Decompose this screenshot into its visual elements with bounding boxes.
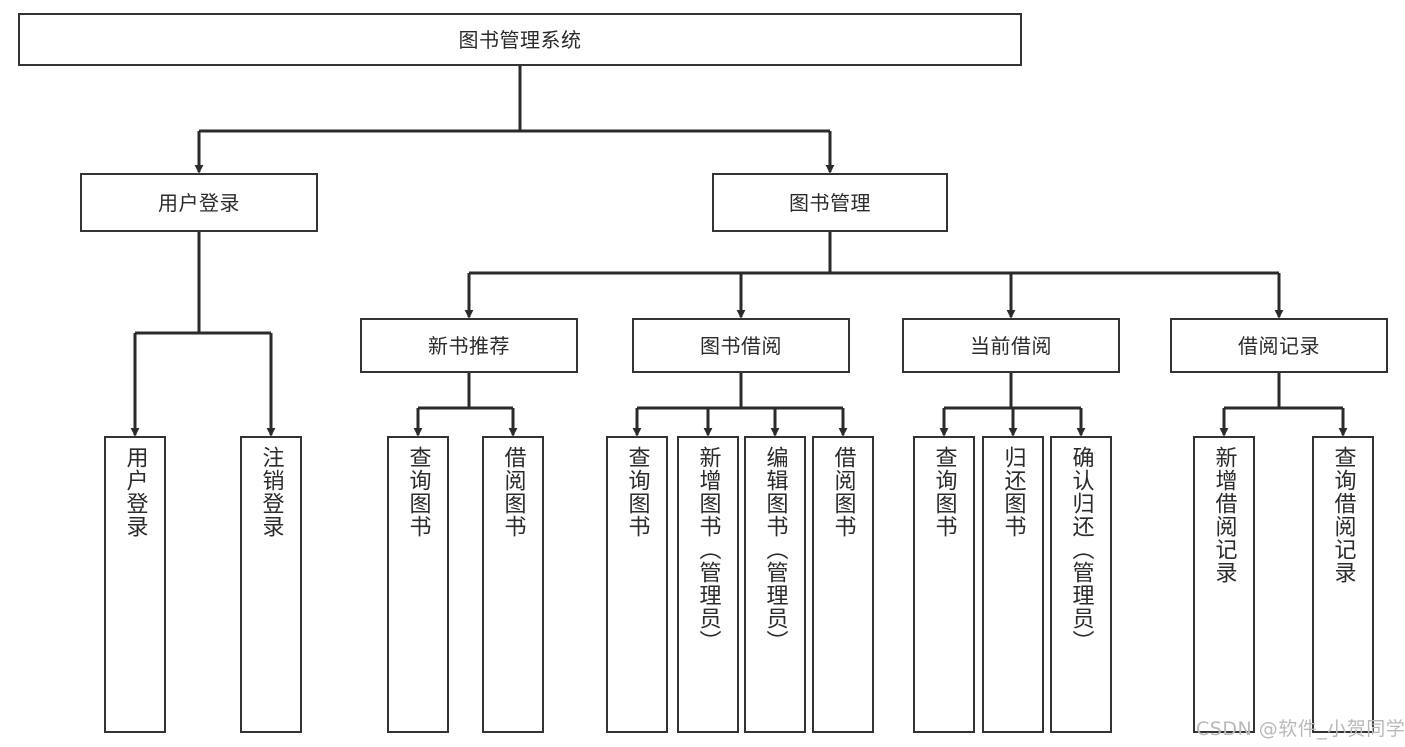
node-label: 用户登录 (122, 446, 148, 538)
node-leaf-add-borrow-record[interactable]: 新增借阅记录 (1193, 436, 1255, 733)
watermark-text: CSDN @软件_小贺同学 (1196, 718, 1405, 740)
node-label: 查询图书 (931, 446, 957, 538)
node-leaf-confirm-return-admin[interactable]: 确认归还（管理员） (1050, 436, 1112, 733)
node-book-borrow[interactable]: 图书借阅 (632, 318, 850, 373)
node-label: 查询图书 (624, 446, 650, 538)
node-leaf-return-book[interactable]: 归还图书 (982, 436, 1044, 733)
node-label: 查询图书 (405, 446, 431, 538)
node-root-system[interactable]: 图书管理系统 (18, 13, 1022, 66)
node-label: 新增图书（管理员） (695, 446, 721, 653)
node-label: 用户登录 (158, 190, 240, 215)
node-leaf-borrow-book[interactable]: 借阅图书 (812, 436, 874, 733)
node-leaf-query-borrow-record[interactable]: 查询借阅记录 (1312, 436, 1374, 733)
node-new-book-recommend[interactable]: 新书推荐 (360, 318, 578, 373)
node-leaf-query-book-current[interactable]: 查询图书 (913, 436, 975, 733)
node-label: 当前借阅 (970, 333, 1052, 358)
node-leaf-logout[interactable]: 注销登录 (240, 436, 302, 733)
node-label: 借阅图书 (500, 446, 526, 538)
node-label: 图书借阅 (700, 333, 782, 358)
node-label: 注销登录 (258, 446, 284, 538)
node-leaf-user-login[interactable]: 用户登录 (104, 436, 166, 733)
node-leaf-query-book-borrow[interactable]: 查询图书 (606, 436, 668, 733)
node-borrow-record[interactable]: 借阅记录 (1170, 318, 1388, 373)
node-label: 新增借阅记录 (1211, 446, 1237, 584)
node-leaf-query-book-recommend[interactable]: 查询图书 (387, 436, 449, 733)
node-label: 借阅记录 (1238, 333, 1320, 358)
node-user-login[interactable]: 用户登录 (80, 173, 318, 232)
node-book-management[interactable]: 图书管理 (712, 173, 948, 232)
node-current-borrow[interactable]: 当前借阅 (902, 318, 1120, 373)
node-label: 归还图书 (1000, 446, 1026, 538)
node-label: 图书管理系统 (458, 27, 582, 52)
node-leaf-borrow-book-recommend[interactable]: 借阅图书 (482, 436, 544, 733)
node-label: 确认归还（管理员） (1068, 446, 1094, 653)
node-leaf-add-book-admin[interactable]: 新增图书（管理员） (677, 436, 739, 733)
node-label: 查询借阅记录 (1330, 446, 1356, 584)
node-label: 图书管理 (789, 190, 871, 215)
node-label: 编辑图书（管理员） (762, 446, 788, 653)
node-label: 新书推荐 (428, 333, 510, 358)
node-label: 借阅图书 (830, 446, 856, 538)
node-leaf-edit-book-admin[interactable]: 编辑图书（管理员） (744, 436, 806, 733)
